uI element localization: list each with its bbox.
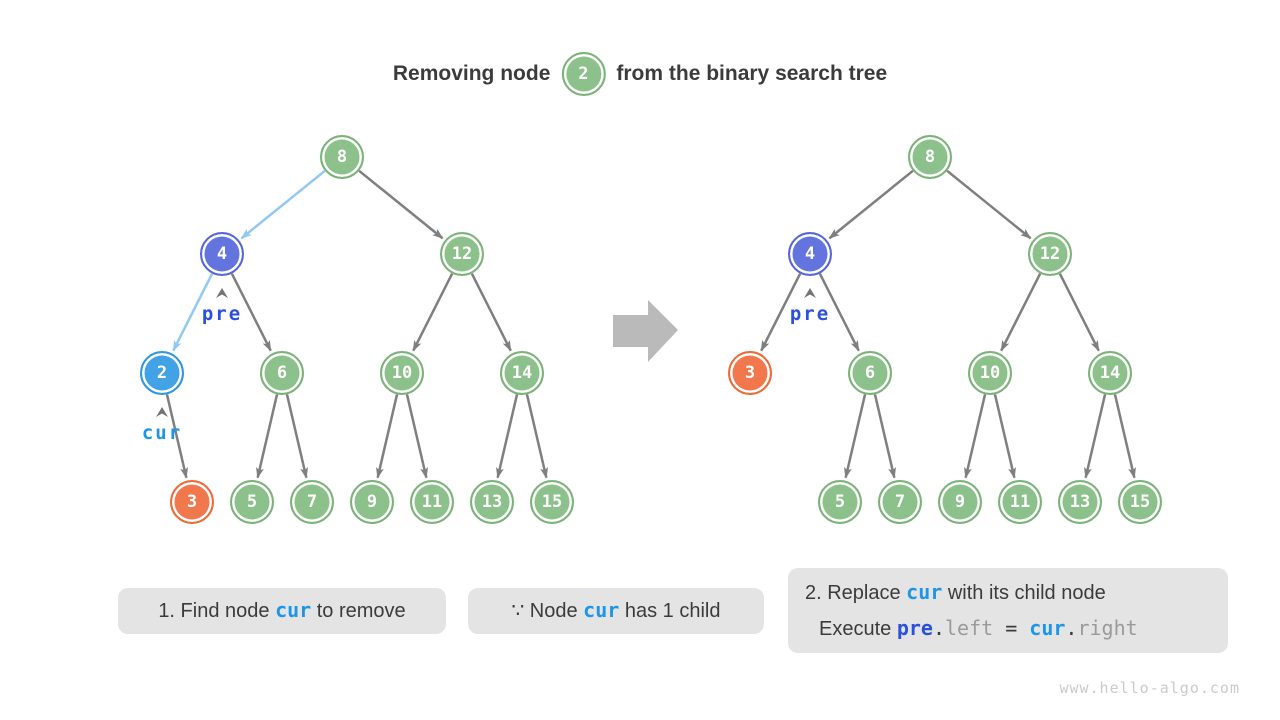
tree-node-before-removal-13: 13 bbox=[470, 480, 514, 524]
tree-edge-before-removal-8-4 bbox=[240, 169, 326, 240]
caption-segment: Execute bbox=[819, 617, 897, 640]
tree-node-before-removal-11: 11 bbox=[410, 480, 454, 524]
caption-segment: . bbox=[932, 615, 945, 640]
figure-title: Removing node 2 from the binary search t… bbox=[393, 52, 887, 96]
tree-node-after-removal-6: 6 bbox=[848, 351, 892, 395]
tree-edge-before-removal-12-14 bbox=[470, 273, 512, 352]
pointer-label-before-removal-pre: pre bbox=[201, 303, 243, 325]
tree-node-after-removal-4: 4 bbox=[788, 232, 832, 276]
pointer-caret-icon-before-removal-pre bbox=[216, 288, 228, 298]
pointer-label-after-removal-pre: pre bbox=[789, 303, 831, 325]
tree-node-after-removal-8: 8 bbox=[908, 135, 952, 179]
tree-node-after-removal-15: 15 bbox=[1118, 480, 1162, 524]
tree-node-before-removal-14: 14 bbox=[500, 351, 544, 395]
pointer-label-before-removal-cur: cur bbox=[141, 422, 183, 444]
tree-node-after-removal-12: 12 bbox=[1028, 232, 1072, 276]
tree-node-before-removal-4: 4 bbox=[200, 232, 244, 276]
caption-step-1: 1. Find node cur to remove bbox=[118, 588, 446, 634]
caption-step-1-text: 1. Find node cur to remove bbox=[158, 593, 405, 629]
caption-segment: cur bbox=[906, 579, 943, 604]
caption-segment: ∵ Node bbox=[511, 600, 584, 622]
caption-segment: has 1 child bbox=[619, 600, 721, 622]
title-highlight-node: 2 bbox=[561, 52, 606, 96]
tree-node-before-removal-6: 6 bbox=[260, 351, 304, 395]
tree-edge-after-removal-6-5 bbox=[844, 394, 867, 479]
tree-node-after-removal-7: 7 bbox=[878, 480, 922, 524]
tree-edge-before-removal-10-9 bbox=[376, 394, 399, 479]
tree-node-after-removal-5: 5 bbox=[818, 480, 862, 524]
tree-node-after-removal-9: 9 bbox=[938, 480, 982, 524]
tree-node-before-removal-12: 12 bbox=[440, 232, 484, 276]
tree-edge-before-removal-6-7 bbox=[285, 394, 308, 479]
caption-segment: right bbox=[1077, 615, 1138, 640]
tree-edge-before-removal-4-2 bbox=[172, 273, 214, 352]
caption-segment: = bbox=[993, 615, 1030, 640]
caption-segment: pre bbox=[896, 615, 933, 640]
caption-step-2-line-1: 2. Replace cur with its child node bbox=[805, 575, 1106, 611]
tree-node-before-removal-15: 15 bbox=[530, 480, 574, 524]
tree-edge-after-removal-8-4 bbox=[828, 169, 914, 240]
tree-node-after-removal-11: 11 bbox=[998, 480, 1042, 524]
caption-segment: 1. Find node bbox=[158, 600, 276, 622]
title-prefix: Removing node bbox=[392, 62, 551, 85]
caption-reason: ∵ Node cur has 1 child bbox=[468, 588, 764, 634]
tree-node-before-removal-8: 8 bbox=[320, 135, 364, 179]
tree-node-after-removal-10: 10 bbox=[968, 351, 1012, 395]
tree-node-before-removal-5: 5 bbox=[230, 480, 274, 524]
tree-node-after-removal-14: 14 bbox=[1088, 351, 1132, 395]
tree-node-before-removal-2: 2 bbox=[140, 351, 184, 395]
caption-step-2-line-2: Execute pre.left = cur.right bbox=[819, 611, 1138, 647]
pointer-caret-icon-before-removal-cur bbox=[156, 407, 168, 417]
caption-step-2: 2. Replace cur with its child node Execu… bbox=[788, 568, 1228, 653]
tree-node-after-removal-13: 13 bbox=[1058, 480, 1102, 524]
caption-segment: 2. Replace bbox=[805, 581, 907, 604]
caption-segment: cur bbox=[583, 598, 620, 622]
caption-segment: cur bbox=[1029, 615, 1066, 640]
tree-edge-before-removal-14-15 bbox=[525, 394, 548, 479]
tree-edge-before-removal-14-13 bbox=[496, 394, 519, 479]
tree-edge-after-removal-12-14 bbox=[1058, 273, 1100, 352]
watermark-text: www.hello-algo.com bbox=[1059, 679, 1240, 697]
tree-edge-before-removal-12-10 bbox=[412, 273, 454, 352]
tree-edge-after-removal-14-15 bbox=[1113, 394, 1136, 479]
title-suffix: from the binary search tree bbox=[616, 62, 888, 85]
tree-edge-before-removal-10-11 bbox=[405, 394, 428, 479]
tree-node-before-removal-10: 10 bbox=[380, 351, 424, 395]
tree-edge-after-removal-14-13 bbox=[1084, 394, 1107, 479]
caption-segment: . bbox=[1065, 615, 1078, 640]
caption-segment: to remove bbox=[311, 600, 406, 622]
tree-node-before-removal-7: 7 bbox=[290, 480, 334, 524]
tree-node-after-removal-3: 3 bbox=[728, 351, 772, 395]
tree-edge-before-removal-4-6 bbox=[230, 273, 272, 352]
tree-node-before-removal-3: 3 bbox=[170, 480, 214, 524]
tree-edge-after-removal-10-11 bbox=[993, 394, 1016, 479]
tree-edge-after-removal-8-12 bbox=[946, 169, 1032, 240]
tree-edge-after-removal-6-7 bbox=[873, 394, 896, 479]
caption-reason-text: ∵ Node cur has 1 child bbox=[512, 593, 721, 629]
caption-segment: with its child node bbox=[942, 581, 1106, 604]
transition-arrow-icon bbox=[613, 300, 678, 362]
caption-segment: left bbox=[945, 615, 994, 640]
tree-edge-before-removal-2-3 bbox=[165, 394, 188, 479]
caption-segment: cur bbox=[275, 598, 312, 622]
tree-edge-after-removal-12-10 bbox=[1000, 273, 1042, 352]
tree-edge-after-removal-4-3 bbox=[760, 273, 802, 352]
tree-edge-before-removal-6-5 bbox=[256, 394, 279, 479]
pointer-caret-icon-after-removal-pre bbox=[804, 288, 816, 298]
tree-edge-after-removal-4-6 bbox=[818, 273, 860, 352]
tree-edge-before-removal-8-12 bbox=[358, 169, 444, 240]
tree-node-before-removal-9: 9 bbox=[350, 480, 394, 524]
tree-edge-after-removal-10-9 bbox=[964, 394, 987, 479]
